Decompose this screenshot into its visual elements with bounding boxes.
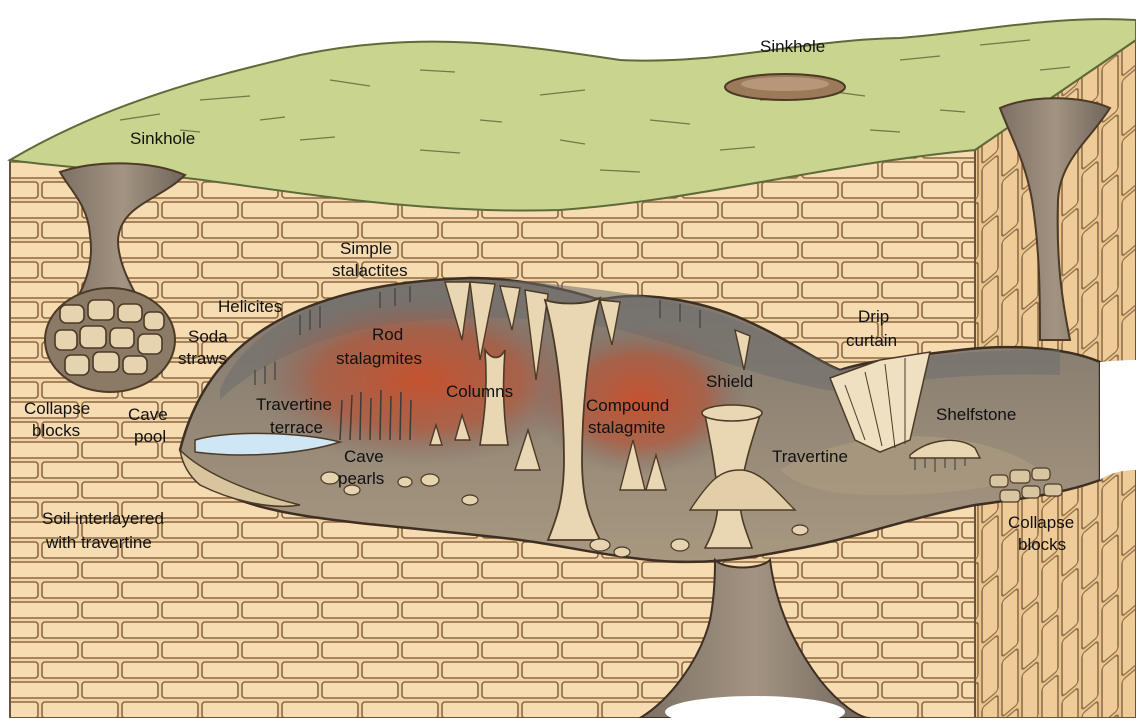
label-rod-stalagmites-2: stalagmites <box>336 349 422 368</box>
label-cave-pool-2: pool <box>134 427 166 446</box>
label-helicites: Helicites <box>218 297 282 316</box>
label-collapse-blocks-right-2: blocks <box>1018 535 1066 554</box>
label-drip-curtain-1: Drip <box>858 307 889 326</box>
label-cave-pearls-1: Cave <box>344 447 384 466</box>
label-compound-stalagmite-1: Compound <box>586 396 669 415</box>
label-travertine-terrace-1: Travertine <box>256 395 332 414</box>
label-rod-stalagmites-1: Rod <box>372 325 403 344</box>
label-columns: Columns <box>446 382 513 401</box>
label-collapse-blocks-left-2: blocks <box>32 421 80 440</box>
shield-disc <box>702 405 762 421</box>
sinkhole-top-inner <box>741 77 829 91</box>
label-soil-travertine-1: Soil interlayered <box>42 509 164 528</box>
label-sinkhole-left: Sinkhole <box>130 129 195 148</box>
label-travertine: Travertine <box>772 447 848 466</box>
label-simple-stalactites-1: Simple <box>340 239 392 258</box>
label-collapse-blocks-right-1: Collapse <box>1008 513 1074 532</box>
label-shelfstone: Shelfstone <box>936 405 1016 424</box>
right-exit-opening <box>1100 360 1136 480</box>
label-shield: Shield <box>706 372 753 391</box>
label-soda-straws-1: Soda <box>188 327 228 346</box>
label-soda-straws-2: straws <box>178 349 227 368</box>
label-travertine-terrace-2: terrace <box>270 418 323 437</box>
label-drip-curtain-2: curtain <box>846 331 897 350</box>
label-collapse-blocks-left-1: Collapse <box>24 399 90 418</box>
label-cave-pearls-2: pearls <box>338 469 384 488</box>
label-simple-stalactites-2: stalactites <box>332 261 408 280</box>
label-sinkhole-top: Sinkhole <box>760 37 825 56</box>
label-compound-stalagmite-2: stalagmite <box>588 418 665 437</box>
label-cave-pool-1: Cave <box>128 405 168 424</box>
label-soil-travertine-2: with travertine <box>45 533 152 552</box>
